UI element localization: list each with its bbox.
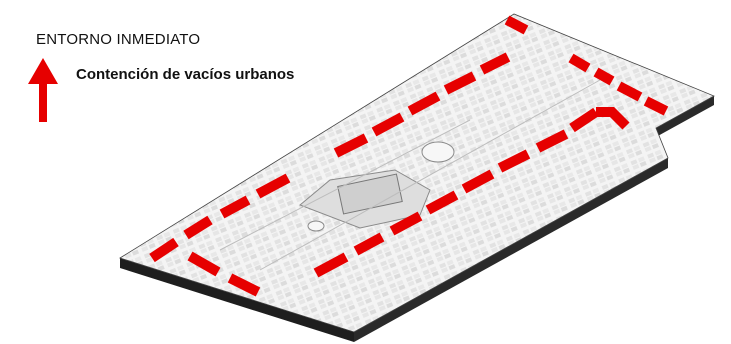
containment-line-south xyxy=(313,107,630,278)
legend-label: Contención de vacíos urbanos xyxy=(76,66,295,83)
containment-line-northeast xyxy=(504,15,669,116)
urban-void-details xyxy=(219,79,601,271)
containment-line-southwest xyxy=(187,251,261,297)
containment-line-north xyxy=(149,52,511,263)
legend-arrow-icon xyxy=(28,58,58,122)
diagram-title: ENTORNO INMEDIATO xyxy=(36,31,201,48)
slab-sides xyxy=(120,96,714,342)
urban-slab xyxy=(119,13,715,333)
